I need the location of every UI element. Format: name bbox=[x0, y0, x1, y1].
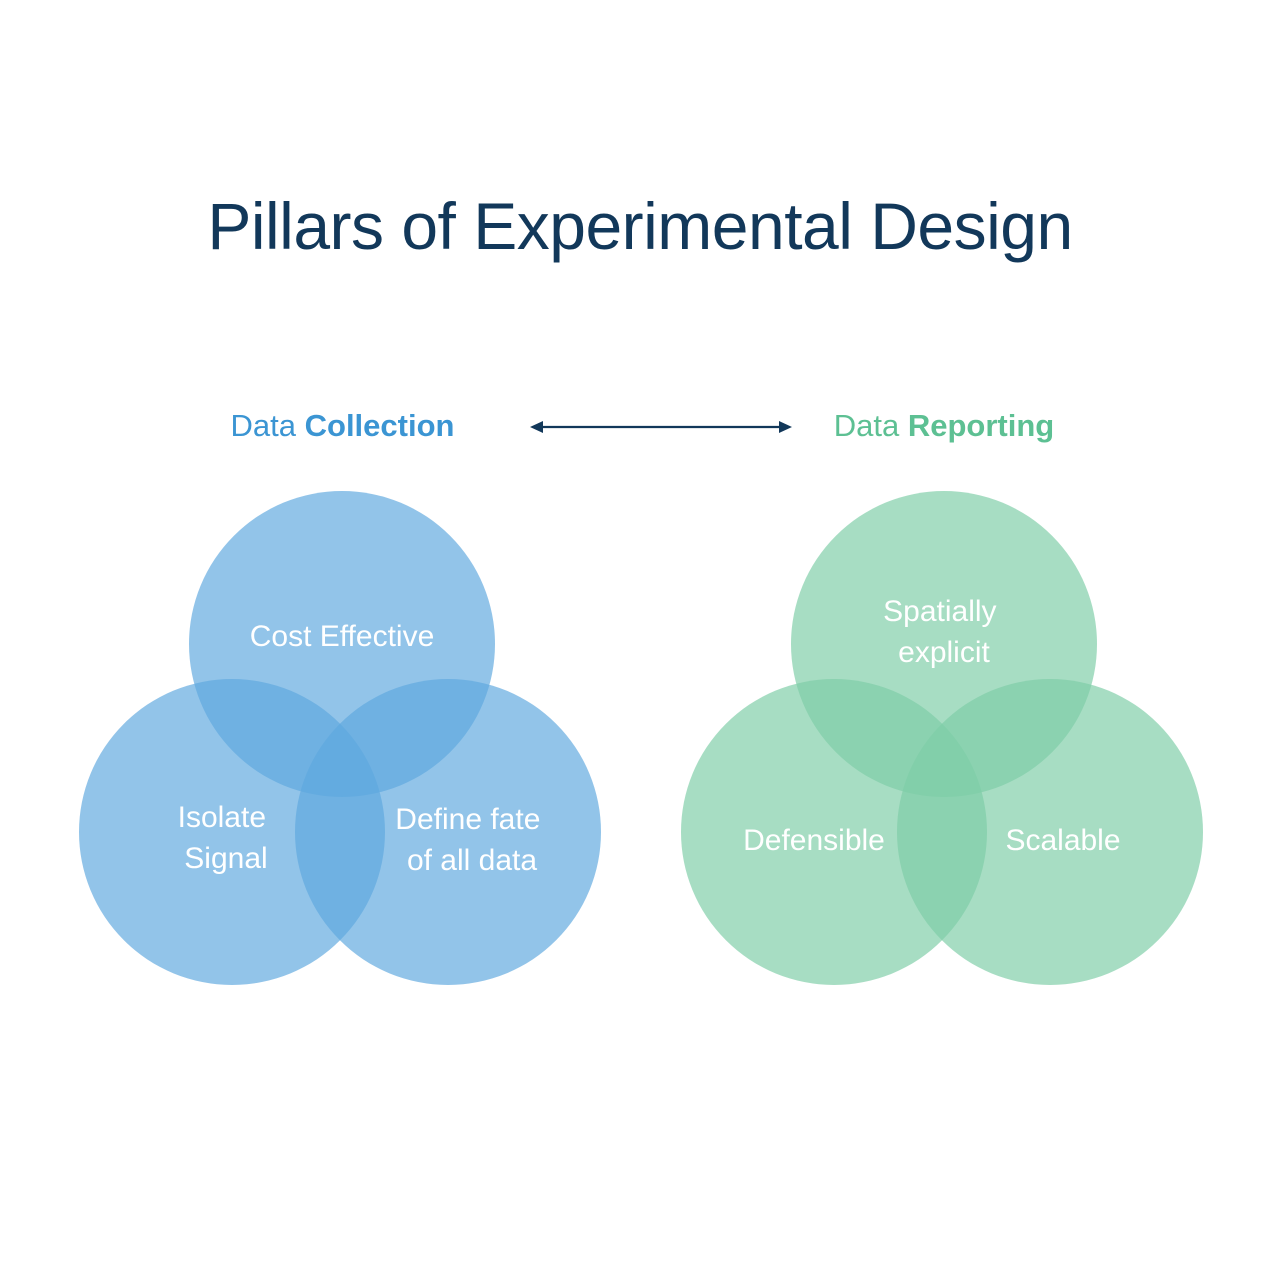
data-collection-heading-prefix: Data bbox=[230, 408, 296, 443]
defensible-circle bbox=[681, 679, 987, 985]
define-fate-label: Define fate of all data bbox=[395, 803, 548, 877]
data-reporting-heading-emphasis: Reporting bbox=[907, 408, 1055, 443]
double-headed-arrow-icon bbox=[530, 421, 792, 433]
data-reporting-heading-prefix: Data bbox=[833, 408, 900, 443]
data-collection-heading: Data Collection bbox=[200, 405, 485, 447]
data-collection-venn: Cost Effective Isolate Signal Define fat… bbox=[79, 491, 601, 985]
spatially-explicit-label: Spatially explicit bbox=[883, 595, 1005, 669]
defensible-label: Defensible bbox=[743, 824, 885, 857]
data-collection-heading-emphasis: Collection bbox=[304, 408, 455, 443]
data-reporting-heading: Data Reporting bbox=[800, 405, 1088, 447]
page-title: Pillars of Experimental Design bbox=[207, 189, 1073, 263]
scalable-label: Scalable bbox=[1005, 824, 1120, 857]
scalable-circle bbox=[897, 679, 1203, 985]
isolate-signal-label: Isolate Signal bbox=[178, 801, 275, 875]
data-reporting-venn: Spatially explicit Defensible Scalable bbox=[681, 491, 1203, 985]
cost-effective-label: Cost Effective bbox=[250, 620, 435, 653]
isolate-signal-circle bbox=[79, 679, 385, 985]
define-fate-circle bbox=[295, 679, 601, 985]
